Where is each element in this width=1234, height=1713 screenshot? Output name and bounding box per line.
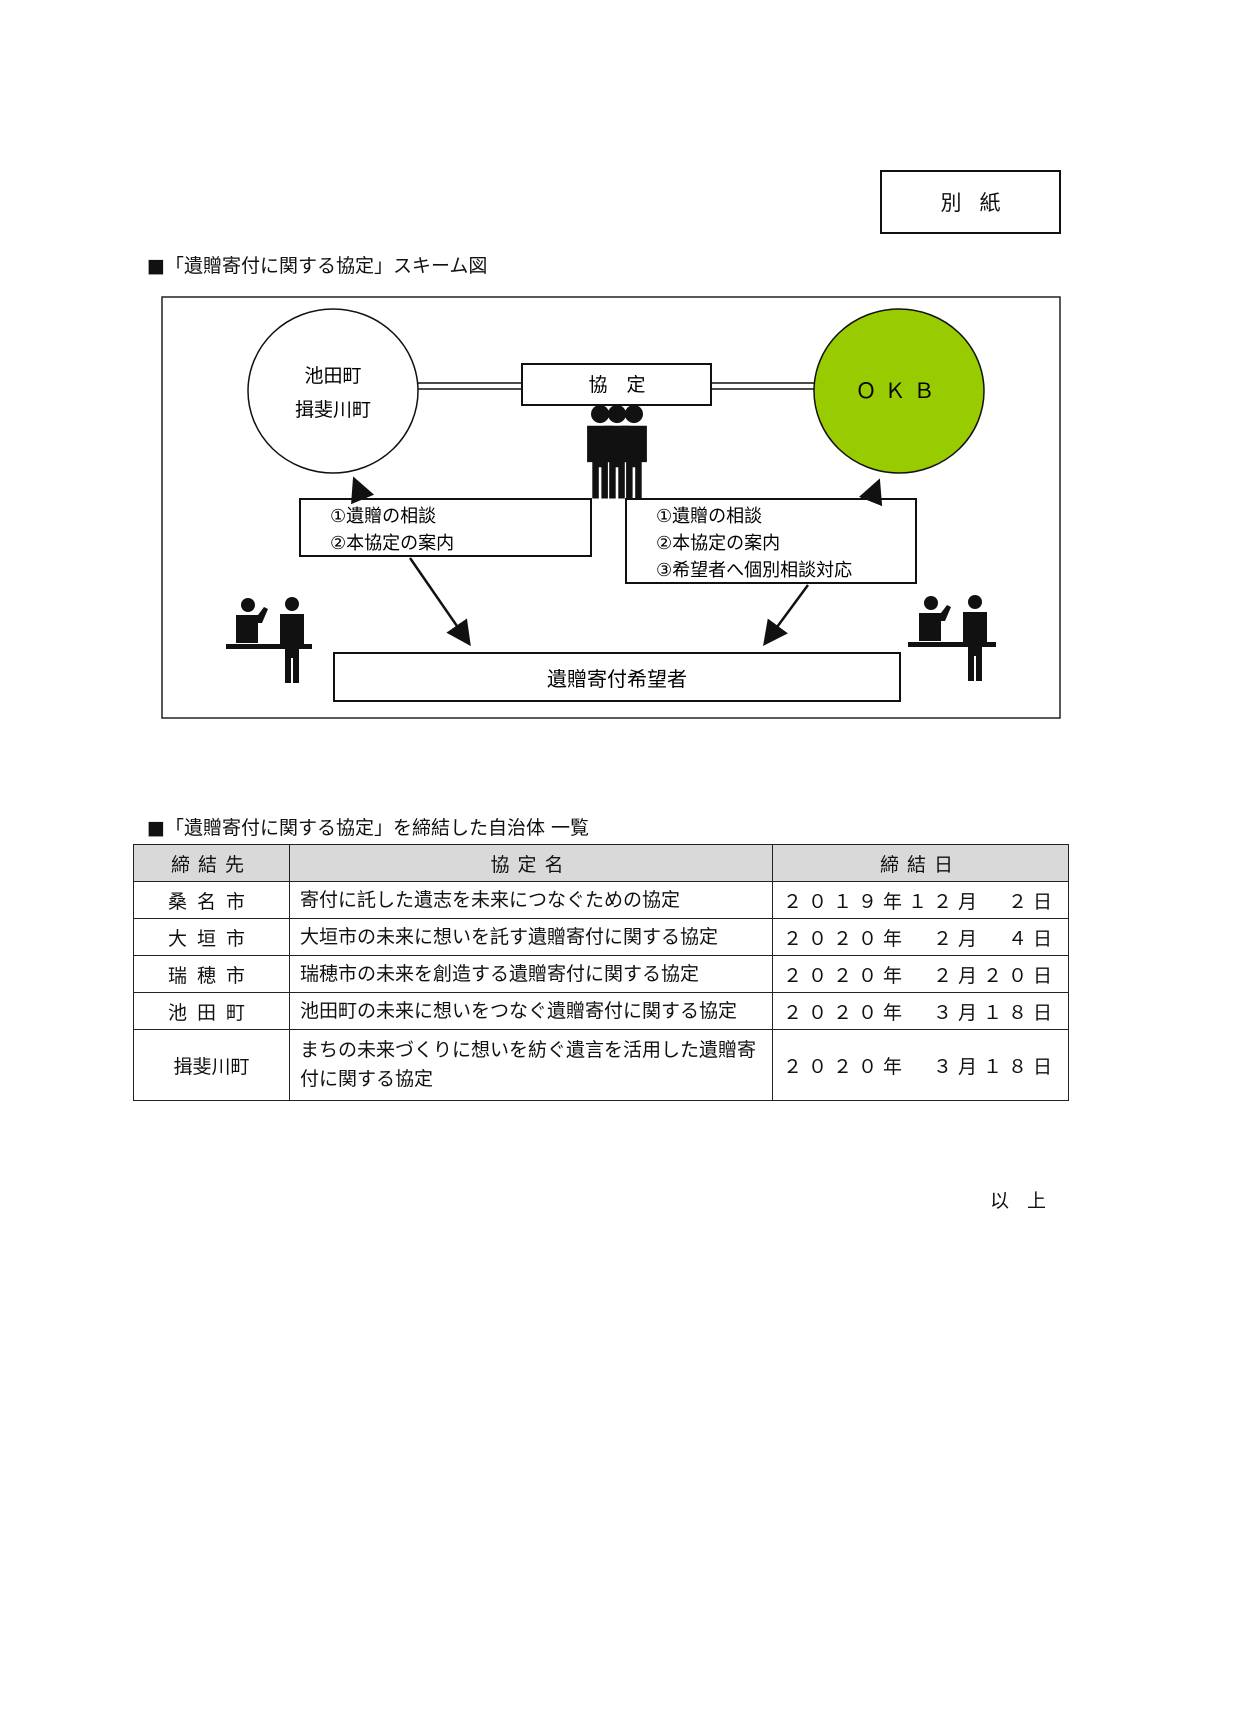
- right-service-box: [625, 498, 917, 584]
- agreement-label: 協 定: [588, 374, 645, 396]
- closing-mark: 以上: [990, 1190, 1065, 1212]
- cell-date: ２０２０年 ２月 ４日: [771, 918, 1070, 956]
- cell-partner: 桑名市: [133, 881, 290, 919]
- right-service-1: ①遺贈の相談: [656, 506, 762, 527]
- attachment-label: 別紙: [880, 170, 1061, 234]
- agreement-line: [418, 382, 815, 390]
- cell-partner: 大垣市: [133, 918, 290, 956]
- right-service-2: ②本協定の案内: [656, 533, 780, 554]
- list-heading: ■「遺贈寄付に関する協定」を締結した自治体 一覧: [147, 817, 589, 839]
- cell-partner: 池田町: [133, 992, 290, 1030]
- scheme-diagram: 池田町 揖斐川町 ＯＫＢ 協 定 ①遺贈の相談 ②本協定の案内 ①遺贈の相談 ②…: [161, 296, 1061, 719]
- scheme-heading: ■「遺贈寄付に関する協定」スキーム図: [147, 255, 488, 277]
- header-date: 締結日: [771, 844, 1070, 882]
- municipality-circle: [247, 308, 419, 474]
- cell-date: ２０２０年 ３月１８日: [771, 1029, 1070, 1101]
- table-header-row: 締結先 協定名 締結日: [133, 844, 1070, 882]
- cell-partner: 瑞穂市: [133, 955, 290, 993]
- donor-label: 遺贈寄付希望者: [547, 667, 687, 691]
- agreement-table: 締結先 協定名 締結日 桑名市 寄付に託した遺志を未来につなぐための協定 ２０１…: [133, 844, 1070, 1101]
- okb-circle: [813, 308, 985, 474]
- cell-agreement-name: まちの未来づくりに想いを紡ぐ遺言を活用した遺贈寄付に関する協定: [289, 1029, 773, 1101]
- diagram-frame: [161, 296, 1061, 719]
- header-agreement-name: 協定名: [289, 844, 773, 882]
- left-service-1: ①遺贈の相談: [330, 506, 436, 527]
- agreement-box: [521, 363, 712, 406]
- table-row: 揖斐川町 まちの未来づくりに想いを紡ぐ遺言を活用した遺贈寄付に関する協定 ２０２…: [133, 1029, 1070, 1101]
- business-people-icon: [587, 404, 647, 499]
- cell-date: ２０２０年 ３月１８日: [771, 992, 1070, 1030]
- okb-label: ＯＫＢ: [856, 379, 943, 403]
- cell-partner: 揖斐川町: [133, 1029, 290, 1101]
- cell-agreement-name: 大垣市の未来に想いを託す遺贈寄付に関する協定: [289, 918, 773, 956]
- right-service-3: ③希望者へ個別相談対応: [656, 560, 852, 581]
- arrows: [351, 476, 883, 647]
- left-party-2: 揖斐川町: [295, 399, 371, 421]
- header-partner: 締結先: [133, 844, 290, 882]
- donor-box: [333, 652, 901, 702]
- table-row: 瑞穂市 瑞穂市の未来を創造する遺贈寄付に関する協定 ２０２０年 ２月２０日: [133, 955, 1070, 993]
- cell-agreement-name: 瑞穂市の未来を創造する遺贈寄付に関する協定: [289, 955, 773, 993]
- cell-date: ２０１９年１２月 ２日: [771, 881, 1070, 919]
- consultation-counter-icon-left: [226, 597, 312, 683]
- table-row: 池田町 池田町の未来に想いをつなぐ遺贈寄付に関する協定 ２０２０年 ３月１８日: [133, 992, 1070, 1030]
- cell-agreement-name: 寄付に託した遺志を未来につなぐための協定: [289, 881, 773, 919]
- consultation-counter-icon-right: [908, 595, 996, 681]
- left-service-2: ②本協定の案内: [330, 533, 454, 554]
- cell-date: ２０２０年 ２月２０日: [771, 955, 1070, 993]
- left-service-box: [299, 498, 592, 557]
- table-row: 桑名市 寄付に託した遺志を未来につなぐための協定 ２０１９年１２月 ２日: [133, 881, 1070, 919]
- left-party-1: 池田町: [304, 365, 361, 387]
- cell-agreement-name: 池田町の未来に想いをつなぐ遺贈寄付に関する協定: [289, 992, 773, 1030]
- table-row: 大垣市 大垣市の未来に想いを託す遺贈寄付に関する協定 ２０２０年 ２月 ４日: [133, 918, 1070, 956]
